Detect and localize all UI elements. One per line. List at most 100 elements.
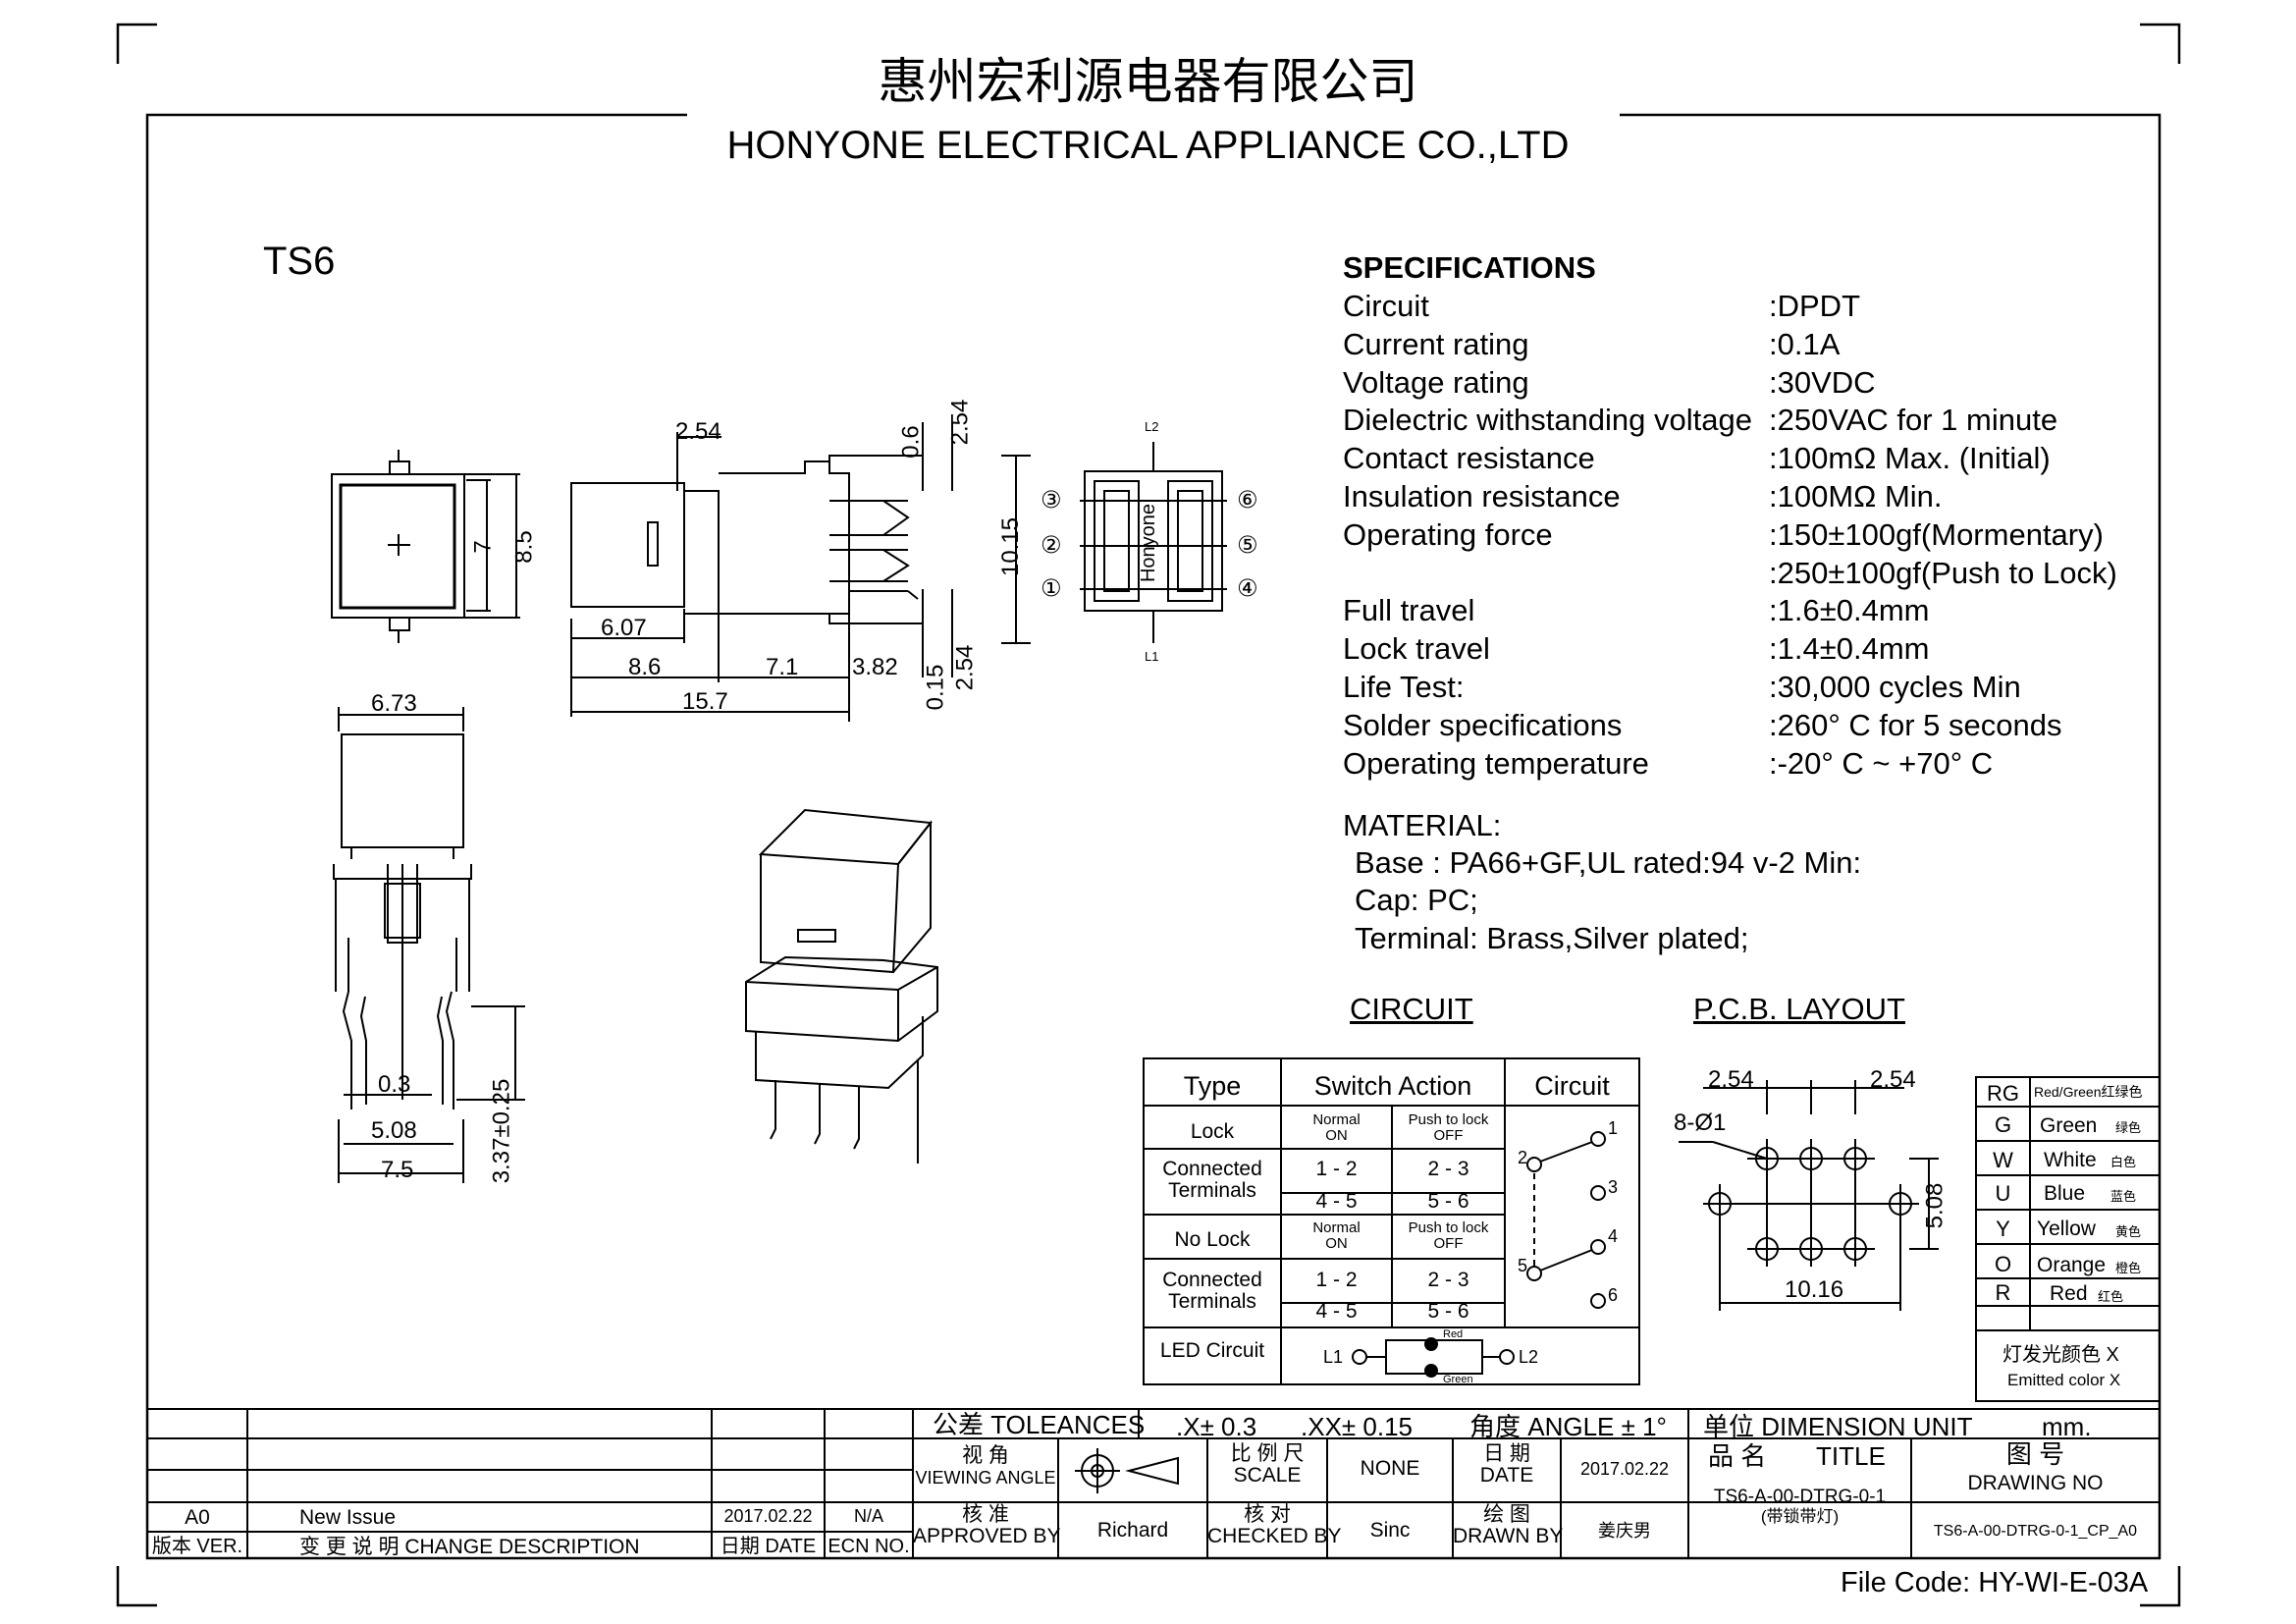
tolerances-label: 公差 TOLEANCES	[933, 1410, 1146, 1439]
circuit-heading: CIRCUIT	[1350, 992, 1473, 1026]
spec-value: :30VDC	[1769, 364, 1876, 400]
material-line: Base : PA66+GF,UL rated:94 v-2 Min:	[1355, 845, 1862, 880]
pin-label: ③	[1041, 487, 1062, 514]
color-code: Y	[1996, 1217, 2010, 1241]
led-circuit-label: LED Circuit	[1159, 1339, 1265, 1362]
pin-label: ⑥	[1237, 487, 1258, 514]
date-value: 2017.02.22	[1579, 1459, 1670, 1479]
circuit-header-circuit: Circuit	[1534, 1071, 1610, 1101]
pcb-layout-lines	[1679, 1080, 1939, 1311]
term-value: 2 - 3	[1427, 1269, 1469, 1291]
col-description: 变 更 说 明 CHANGE DESCRIPTION	[299, 1536, 640, 1558]
spec-value: :150±100gf(Mormentary)	[1769, 516, 2104, 552]
spec-label: Full travel	[1343, 593, 1475, 628]
unit-value: mm.	[2042, 1412, 2092, 1441]
terminal-label-l2: L2	[1145, 419, 1159, 434]
angle-tolerance: 角度 ANGLE ± 1°	[1469, 1412, 1667, 1441]
terminal-label-l1: L1	[1145, 649, 1159, 664]
material-line: Cap: PC;	[1355, 883, 1478, 917]
revision-ecn: N/A	[853, 1506, 883, 1526]
pin-label: ⑤	[1237, 532, 1258, 559]
spec-label: Voltage rating	[1343, 364, 1529, 400]
col-version: 版本 VER.	[151, 1536, 243, 1557]
spec-value: :0.1A	[1769, 326, 1841, 361]
dim-label: 10.16	[1785, 1276, 1844, 1303]
spec-label: Solder specifications	[1343, 707, 1623, 742]
title-label-en: TITLE	[1816, 1441, 1886, 1471]
color-code: U	[1995, 1181, 2011, 1206]
dim-label: 5.08	[1921, 1182, 1949, 1229]
dim-label: 15.7	[682, 688, 728, 715]
spec-label: Operating force	[1343, 516, 1553, 552]
dim-label: 7	[469, 540, 497, 554]
type-lock: Lock	[1190, 1120, 1235, 1143]
unit-label: 单位 DIMENSION UNIT	[1703, 1412, 1973, 1441]
company-name-cn: 惠州宏利源电器有限公司	[878, 53, 1418, 110]
specifications-heading: SPECIFICATIONS	[1343, 250, 1596, 285]
checked-value: Sinc	[1369, 1519, 1411, 1542]
emitted-color-note-cn: 灯发光颜色 X	[2002, 1344, 2119, 1366]
title-block-lines	[147, 1408, 2160, 1558]
color-code: G	[1994, 1112, 2012, 1137]
pin-label: ①	[1041, 575, 1062, 602]
pin-label: ④	[1237, 575, 1258, 602]
pin-label: ②	[1041, 532, 1062, 559]
isometric-view-drawing	[745, 808, 938, 1164]
spec-value: :250VAC for 1 minute	[1769, 403, 2058, 438]
brand-label: Honyone	[1138, 503, 1160, 583]
material-line: Terminal: Brass,Silver plated;	[1355, 921, 1749, 955]
dim-label: 0.15	[922, 664, 949, 711]
term-value: 2 - 3	[1427, 1158, 1469, 1180]
dim-label: 0.6	[897, 425, 925, 459]
term-value: 1 - 2	[1315, 1158, 1358, 1180]
dim-label: 6.07	[601, 615, 647, 641]
terminal-view-drawing	[1080, 442, 1227, 643]
spec-label: Dielectric withstanding voltage	[1343, 403, 1752, 438]
tolerance-1: .X± 0.3	[1176, 1412, 1257, 1441]
spec-label: Current rating	[1343, 326, 1529, 361]
color-code: O	[1994, 1252, 2012, 1276]
spec-value: :1.6±0.4mm	[1769, 593, 1930, 628]
color-name: Red/Green红绿色	[2034, 1084, 2143, 1100]
dim-label: 2.54	[946, 399, 974, 446]
spec-label: Operating temperature	[1343, 745, 1649, 781]
dim-label: 2.54	[1708, 1066, 1754, 1093]
color-name: Green	[2040, 1114, 2098, 1137]
circuit-header-type: Type	[1183, 1071, 1242, 1101]
dim-label: 10.15	[997, 516, 1025, 577]
circuit-header-action: Switch Action	[1313, 1071, 1472, 1101]
title-label-cn: 品 名	[1708, 1441, 1767, 1471]
color-name-cn: 橙色	[2115, 1261, 2142, 1275]
dim-label: 7.5	[381, 1157, 414, 1183]
spec-value: :250±100gf(Push to Lock)	[1769, 555, 2117, 590]
col-ecn: ECN NO.	[828, 1536, 910, 1557]
dim-label: 3.82	[852, 654, 898, 680]
top-view-drawing	[331, 450, 520, 643]
spec-value: :1.4±0.4mm	[1769, 631, 1930, 667]
spec-value: :100MΩ Min.	[1769, 479, 1943, 514]
pin-number: 3	[1608, 1177, 1619, 1197]
color-table-lines	[1975, 1076, 2161, 1402]
dim-label: 6.73	[371, 690, 417, 717]
spec-value: :-20° C ~ +70° C	[1769, 745, 1994, 781]
pin-number: 1	[1608, 1118, 1619, 1138]
term-value: 5 - 6	[1427, 1190, 1469, 1213]
spec-label: Circuit	[1343, 289, 1429, 323]
dim-label: 7.1	[766, 654, 799, 680]
term-value: 4 - 5	[1315, 1300, 1358, 1323]
pin-number: 4	[1608, 1226, 1619, 1246]
dim-label: 5.08	[371, 1117, 417, 1144]
color-name-cn: 蓝色	[2110, 1189, 2137, 1204]
color-name: Blue	[2044, 1182, 2086, 1205]
color-name-cn: 红色	[2098, 1289, 2124, 1304]
dim-label: 2.54	[675, 418, 721, 445]
dim-label: 8.5	[510, 530, 538, 564]
